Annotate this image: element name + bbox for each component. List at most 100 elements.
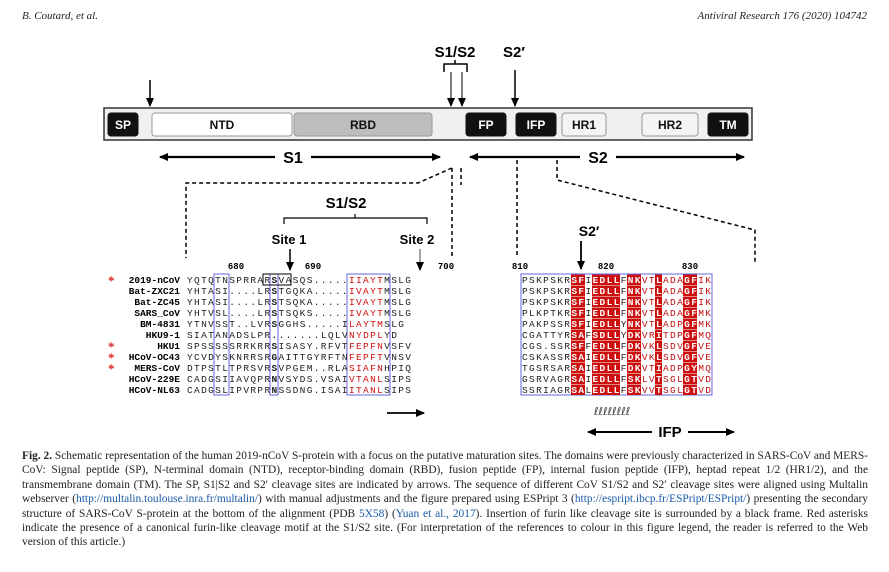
conserved-residue-bg (592, 274, 599, 285)
caption-text-3: ) presenting the secondary structure of … (22, 493, 869, 520)
domain-hr1 (561, 112, 607, 137)
sequence-name: HCoV-229E (129, 374, 181, 385)
conserved-residue-bg (613, 329, 620, 340)
conserved-residue-bg (613, 362, 620, 373)
left-alignment: YQTQTNSPRRARSVASQS.....IIAYTMSLGYHTASI..… (187, 273, 411, 396)
conserved-residue-bg (592, 340, 599, 351)
conserved-residue-bg (599, 340, 606, 351)
conserved-residue-bg (690, 307, 697, 318)
sequence-name: Bat-ZXC21 (129, 286, 181, 297)
conserved-residue-bg (683, 296, 690, 307)
conserved-residue-bg (613, 318, 620, 329)
conserved-residue-bg (578, 351, 585, 362)
right-sequence: CGS.SSRSFFEDLLFDKVKLSDVGFVE (522, 341, 711, 352)
conserved-residue-bg (599, 373, 606, 384)
conserved-residue-bg (627, 318, 634, 329)
sequence-name: HCoV-OC43 (129, 352, 181, 363)
right-sequence: PSKPSKRSFIEDLLFNKVTLADAGFIK (522, 297, 711, 308)
conserved-residue-bg (627, 362, 634, 373)
furin-star: * (108, 339, 115, 354)
conserved-residue-bg (683, 285, 690, 296)
running-header-journal: Antiviral Research 176 (2020) 104742 (697, 10, 867, 22)
conserved-residue-bg (571, 274, 578, 285)
conserved-residue-bg (599, 318, 606, 329)
running-header-author: B. Coutard, et al. (22, 10, 98, 22)
conserved-residue-bg (571, 384, 578, 395)
conserved-residue-bg (599, 285, 606, 296)
conserved-residue-bg (578, 318, 585, 329)
caption-text-1: Schematic representation of the human 20… (22, 450, 868, 506)
conserved-residue-bg (606, 351, 613, 362)
conserved-residue-bg (627, 329, 634, 340)
conserved-residue-bg (592, 296, 599, 307)
domain-tm-label: TM (719, 118, 736, 132)
conserved-residue-bg (683, 329, 690, 340)
sequence-name: HKU9-1 (146, 330, 181, 341)
domain-sp (107, 112, 139, 137)
zoom-lines-right (516, 160, 756, 262)
conserved-residue-bg (655, 318, 662, 329)
tick-label: 830 (682, 262, 698, 272)
right-sequence: TGSRSARSAIEDLLFDKVTIADPGYMQ (522, 363, 711, 374)
left-sequence: YHTVSL....LRSTSQKS.....IVAYTMSLG (187, 308, 411, 319)
domain-hr2 (641, 112, 699, 137)
conserved-residue-bg (683, 274, 690, 285)
furin-star: * (108, 350, 115, 365)
caption-text-4: ) ( (384, 507, 396, 520)
right-sequence: CSKASSRSAIEDLLFDKVKLSDVGFVE (522, 352, 711, 363)
conserved-residue-bg (571, 318, 578, 329)
conserved-residue-bg (683, 373, 690, 384)
site-bracket (283, 214, 428, 224)
domain-sp-label: SP (115, 118, 131, 132)
conserved-residue-bg (606, 362, 613, 373)
conserved-residue-bg (613, 296, 620, 307)
conserved-residue-bg (613, 274, 620, 285)
conserved-residue-bg (606, 318, 613, 329)
conserved-residue-bg (571, 351, 578, 362)
conserved-residue-bg (578, 329, 585, 340)
ifp-label: IFP (658, 424, 681, 441)
conserved-residue-bg (606, 285, 613, 296)
conserved-residue-bg (634, 351, 641, 362)
conserved-residue-bg (690, 274, 697, 285)
conserved-residue-bg (627, 351, 634, 362)
conserved-residue-bg (571, 285, 578, 296)
conserved-residue-bg (690, 318, 697, 329)
conserved-residue-bg (571, 329, 578, 340)
helix-marker: ℓℓℓℓℓℓℓℓ (593, 405, 630, 418)
conserved-residue-bg (683, 351, 690, 362)
conserved-residue-bg (613, 340, 620, 351)
conserved-block (346, 273, 391, 396)
furin-star: * (108, 361, 115, 376)
caption-link-espript[interactable]: http://espript.ibcp.fr/ESPript/ESPript/ (574, 493, 747, 506)
conserved-residue-bg (634, 373, 641, 384)
conserved-residue-bg (571, 362, 578, 373)
conserved-residue-bg (690, 373, 697, 384)
conserved-residue-bg (655, 274, 662, 285)
sequence-names: *2019-nCoVBat-ZXC21Bat-ZC45SARS_CoVBM-48… (108, 273, 180, 396)
caption-link-multalin[interactable]: http://multalin.toulouse.inra.fr/multali… (76, 493, 258, 506)
domain-hr2-label: HR2 (658, 118, 682, 132)
left-sequence: YQTQTNSPRRARSVASQS.....IIAYTMSLG (187, 275, 411, 286)
conserved-residue-bg (634, 340, 641, 351)
conserved-residue-bg (634, 285, 641, 296)
s1-label: S1 (283, 150, 303, 167)
sequence-name: BM-4831 (140, 319, 180, 330)
conserved-residue-bg (613, 307, 620, 318)
right-sequence: GSRVAGRSAIEDLLFSKLVTSGLGTVD (522, 374, 711, 385)
conserved-residue-bg (627, 340, 634, 351)
conserved-residue-bg (627, 384, 634, 395)
conserved-residue-bg (592, 384, 599, 395)
conserved-residue-bg (592, 307, 599, 318)
tick-label: 820 (598, 262, 614, 272)
figure-caption: Fig. 2. Schematic representation of the … (22, 449, 868, 550)
conserved-residue-bg (634, 296, 641, 307)
caption-link-pdb[interactable]: 5X58 (359, 507, 385, 520)
conserved-residue-bg (578, 340, 585, 351)
conserved-residue-bg (690, 340, 697, 351)
furin-insertion-frame (262, 273, 292, 286)
conserved-residue-bg (599, 329, 606, 340)
caption-link-yuan[interactable]: Yuan et al., 2017 (395, 507, 476, 520)
conserved-residue-bg (690, 351, 697, 362)
furin-star: * (108, 273, 115, 288)
